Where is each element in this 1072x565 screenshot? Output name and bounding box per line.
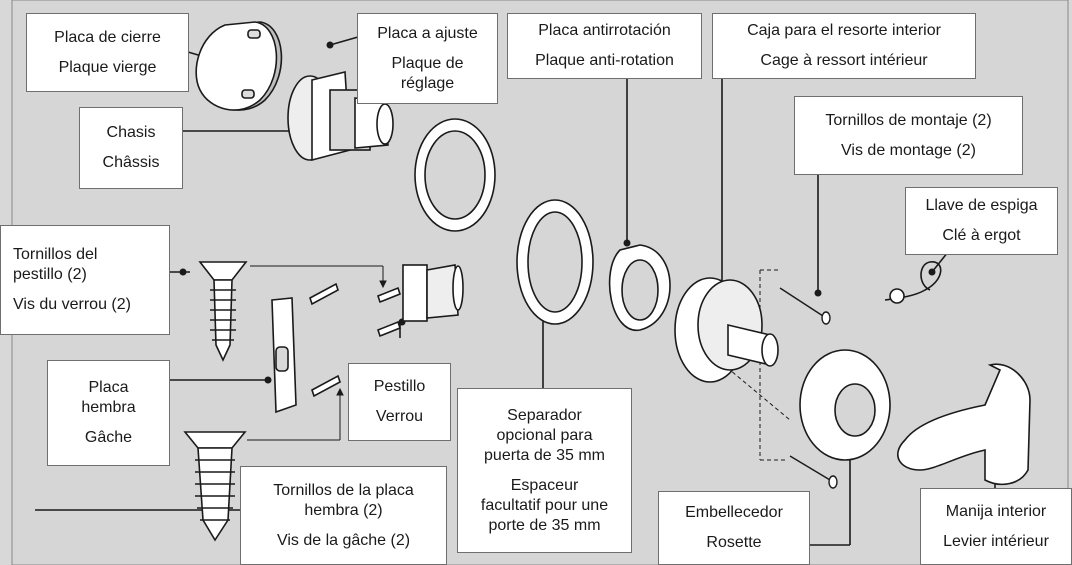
callout-placa-ajuste: Placa a ajuste Plaque de réglage: [357, 13, 498, 104]
callout-tornillos-pestillo: Tornillos del pestillo (2) Vis du verrou…: [0, 225, 170, 335]
antirrotacion-part: [608, 244, 671, 331]
pestillo-part: [377, 264, 464, 338]
callout-separador: Separador opcional para puerta de 35 mm …: [457, 388, 632, 553]
embellecedor-part: [799, 349, 891, 461]
separador-part: [516, 199, 594, 325]
callout-placa-cierre: Placa de cierre Plaque vierge: [26, 13, 189, 92]
llave-espiga-part: [884, 261, 942, 304]
callout-caja-resorte: Caja para el resorte interior Cage à res…: [712, 13, 976, 79]
placa-ajuste-part: [414, 118, 496, 232]
callout-placa-hembra: Placa hembra Gâche: [47, 360, 170, 466]
callout-manija: Manija interior Levier intérieur: [920, 488, 1072, 565]
callout-embellecedor: Embellecedor Rosette: [658, 491, 810, 565]
placa-cierre-part: [195, 21, 283, 111]
callout-antirrotacion: Placa antirrotación Plaque anti-rotation: [507, 13, 702, 79]
callout-chasis: Chasis Châssis: [79, 107, 183, 189]
tornillos-pestillo-part: [183, 261, 248, 542]
placa-hembra-part: [271, 282, 341, 414]
manija-part: [897, 363, 1031, 486]
caja-resorte-part: [674, 277, 779, 383]
callout-pestillo: Pestillo Verrou: [348, 363, 451, 441]
thin-guides: [247, 265, 791, 461]
tornillos-montaje-part: [779, 287, 838, 489]
callout-llave-espiga: Llave de espiga Clé à ergot: [905, 187, 1058, 255]
callout-tornillos-montaje: Tornillos de montaje (2) Vis de montage …: [794, 96, 1023, 175]
callout-tornillos-placa-hembra: Tornillos de la placa hembra (2) Vis de …: [240, 466, 447, 565]
